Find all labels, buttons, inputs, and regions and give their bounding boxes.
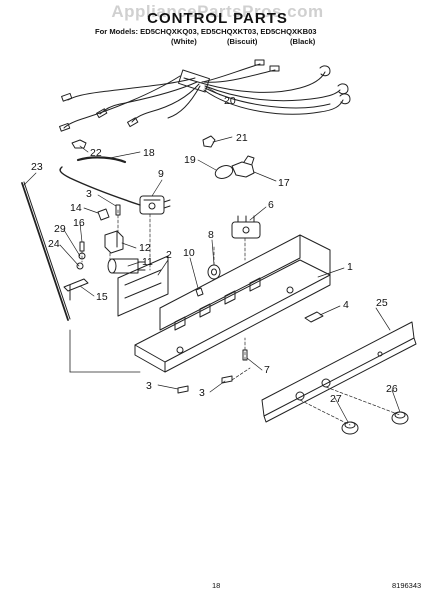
part-2-frame — [117, 255, 169, 317]
part-18-tube — [76, 156, 127, 164]
part-6-switch — [231, 215, 261, 239]
callout-16: 16 — [73, 217, 85, 229]
part-14-clip — [97, 208, 110, 221]
part-9-thermostat — [139, 195, 171, 215]
callout-29: 29 — [54, 223, 66, 235]
variant-white: (White) — [171, 37, 197, 46]
callout-3-top: 3 — [86, 188, 92, 200]
part-1-control-housing — [134, 234, 331, 373]
callout-14: 14 — [70, 202, 82, 214]
part-25-control-panel — [261, 321, 417, 423]
callout-15: 15 — [96, 291, 108, 303]
part-12-bracket — [104, 230, 124, 254]
callout-24: 24 — [48, 238, 60, 250]
callout-19: 19 — [184, 154, 196, 166]
callout-2: 2 — [166, 249, 172, 261]
page-number: 18 — [212, 581, 221, 590]
callout-25: 25 — [376, 297, 388, 309]
part-21-clip — [202, 135, 216, 148]
callout-27: 27 — [330, 393, 342, 405]
part-22-connector — [71, 139, 87, 149]
watermark: AppliancePartsPros.com — [111, 2, 324, 21]
callout-9: 9 — [158, 168, 164, 180]
callout-6: 6 — [268, 199, 274, 211]
part-15-bracket — [63, 278, 89, 292]
callout-3-bottom-right: 3 — [199, 387, 205, 399]
part-3-screw-bottom-a — [177, 385, 189, 394]
callout-18: 18 — [143, 147, 155, 159]
part-19-bulb — [214, 165, 234, 179]
callout-20: 20 — [224, 95, 236, 107]
callout-4: 4 — [343, 299, 349, 311]
callout-12: 12 — [139, 242, 151, 254]
callout-23: 23 — [31, 161, 43, 173]
callout-1: 1 — [347, 261, 353, 273]
diagram-title: CONTROL PARTS — [147, 10, 288, 27]
callout-8: 8 — [208, 229, 214, 241]
part-17-socket — [231, 161, 255, 178]
part-7-screw — [242, 349, 248, 361]
callout-3-bottom-left: 3 — [146, 380, 152, 392]
part-23-rod — [21, 182, 69, 321]
part-11-shaft — [107, 258, 146, 274]
part-16-screw — [79, 241, 85, 252]
callout-10: 10 — [183, 247, 195, 259]
models-line: For Models: ED5CHQXKQ03, ED5CHQXKT03, ED… — [95, 27, 317, 36]
document-number: 8196343 — [392, 581, 422, 590]
callout-26: 26 — [386, 383, 398, 395]
wire-harness — [59, 59, 351, 132]
part-27-knob — [341, 421, 359, 435]
callout-21: 21 — [236, 132, 248, 144]
part-8-grommet — [207, 264, 221, 280]
callout-11: 11 — [142, 256, 153, 268]
part-10-screw — [195, 287, 204, 297]
part-26-knob — [391, 411, 409, 425]
part-3-screw-bottom-b — [221, 375, 233, 384]
callout-22: 22 — [90, 147, 102, 159]
callout-17: 17 — [278, 177, 290, 189]
variant-biscuit: (Biscuit) — [227, 37, 258, 46]
callout-7: 7 — [264, 364, 270, 376]
part-4-clip — [304, 311, 324, 323]
variant-black: (Black) — [290, 37, 316, 46]
part-3-screw-top — [115, 204, 121, 216]
